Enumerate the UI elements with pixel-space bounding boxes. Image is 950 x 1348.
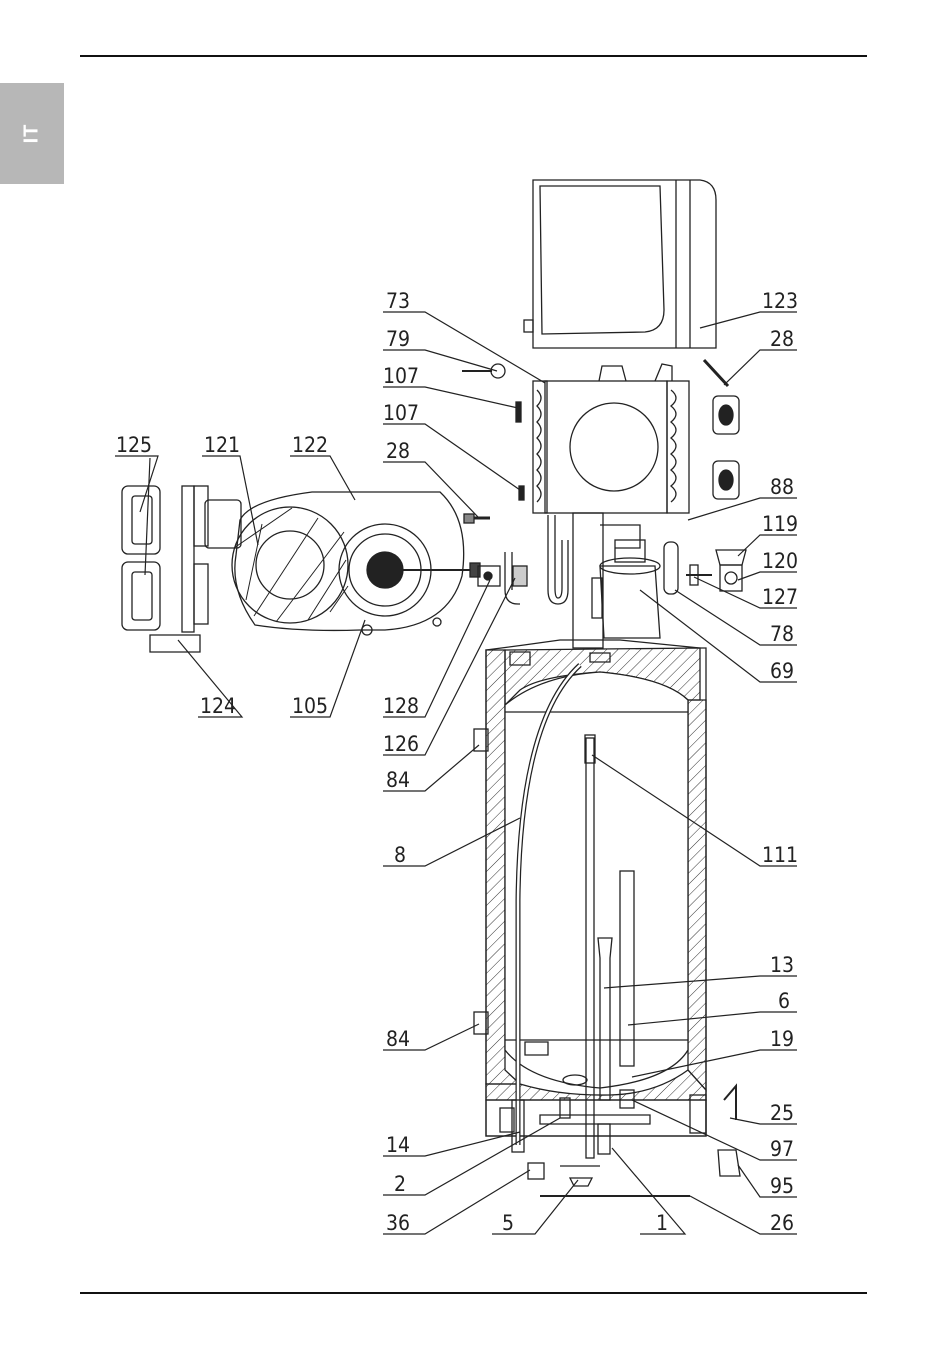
label-2: 2 bbox=[394, 1172, 406, 1196]
clip-part bbox=[724, 1086, 736, 1120]
label-69: 69 bbox=[770, 659, 794, 683]
label-120: 120 bbox=[762, 549, 798, 573]
label-121: 121 bbox=[204, 433, 240, 457]
label-13: 13 bbox=[770, 953, 794, 977]
compressor-part bbox=[592, 540, 660, 638]
label-78: 78 bbox=[770, 622, 794, 646]
label-5: 5 bbox=[502, 1211, 514, 1235]
expansion-valve-part bbox=[686, 550, 746, 591]
label-107-upper: 107 bbox=[383, 364, 419, 388]
label-119: 119 bbox=[762, 512, 798, 536]
refrigerant-piping bbox=[548, 513, 640, 648]
label-88: 88 bbox=[770, 475, 794, 499]
label-8: 8 bbox=[394, 843, 406, 867]
label-97: 97 bbox=[770, 1137, 794, 1161]
label-123: 123 bbox=[762, 289, 798, 313]
label-127: 127 bbox=[762, 585, 798, 609]
label-84-lower: 84 bbox=[386, 1027, 410, 1051]
label-28-right: 28 bbox=[770, 327, 794, 351]
label-111: 111 bbox=[762, 843, 798, 867]
label-122: 122 bbox=[292, 433, 328, 457]
label-25: 25 bbox=[770, 1101, 794, 1125]
label-73: 73 bbox=[386, 289, 410, 313]
label-1: 1 bbox=[656, 1211, 668, 1235]
label-36: 36 bbox=[386, 1211, 410, 1235]
fan-assembly bbox=[122, 486, 480, 652]
thermostat-part bbox=[718, 1150, 740, 1176]
label-6: 6 bbox=[778, 989, 790, 1013]
screw-part bbox=[704, 360, 728, 386]
label-26: 26 bbox=[770, 1211, 794, 1235]
top-cover-part bbox=[524, 180, 716, 348]
label-107-lower: 107 bbox=[383, 401, 419, 425]
label-14: 14 bbox=[386, 1133, 410, 1157]
evaporator-part bbox=[533, 364, 689, 513]
label-79: 79 bbox=[386, 327, 410, 351]
drain-valve-part bbox=[528, 1163, 544, 1179]
label-19: 19 bbox=[770, 1027, 794, 1051]
bracket-part bbox=[560, 1166, 600, 1186]
label-28-left: 28 bbox=[386, 439, 410, 463]
label-124: 124 bbox=[200, 694, 236, 718]
label-95: 95 bbox=[770, 1174, 794, 1198]
label-125: 125 bbox=[116, 433, 152, 457]
label-105: 105 bbox=[292, 694, 328, 718]
filter-drier-part bbox=[664, 542, 678, 594]
label-126: 126 bbox=[383, 732, 419, 756]
label-128: 128 bbox=[383, 694, 419, 718]
label-84-upper: 84 bbox=[386, 768, 410, 792]
